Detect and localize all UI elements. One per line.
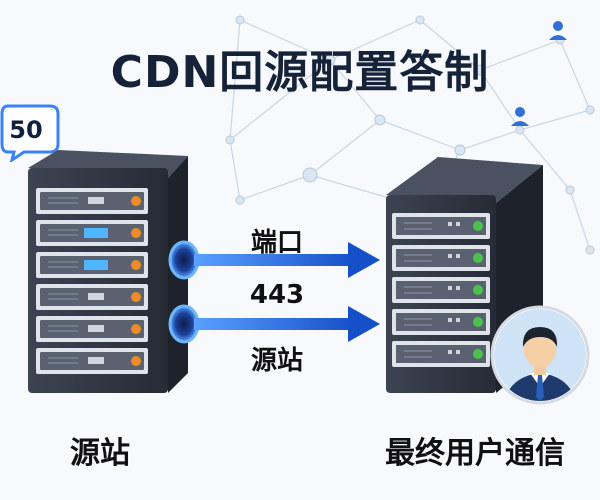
- caption-end-user: 最终用户通信: [385, 436, 565, 471]
- connection-arrows: [168, 240, 380, 344]
- arrow-bottom: [194, 306, 380, 342]
- label-port-number: 443: [249, 280, 305, 310]
- user-icon: [511, 107, 529, 126]
- avatar-icon: [490, 305, 590, 405]
- port-glow-bottom: [168, 304, 200, 344]
- page-title: CDN回源配置答制: [110, 47, 490, 98]
- port-glow-top: [168, 240, 200, 280]
- arrow-top: [194, 242, 380, 278]
- speech-bubble-icon: [0, 104, 60, 162]
- user-icon: [549, 21, 567, 40]
- badge-count: 50: [9, 116, 43, 144]
- server-icon: [28, 150, 188, 393]
- label-port: 端口: [250, 228, 303, 258]
- server-icon: [386, 157, 543, 393]
- label-origin: 源站: [250, 346, 303, 376]
- caption-origin: 源站: [70, 436, 130, 471]
